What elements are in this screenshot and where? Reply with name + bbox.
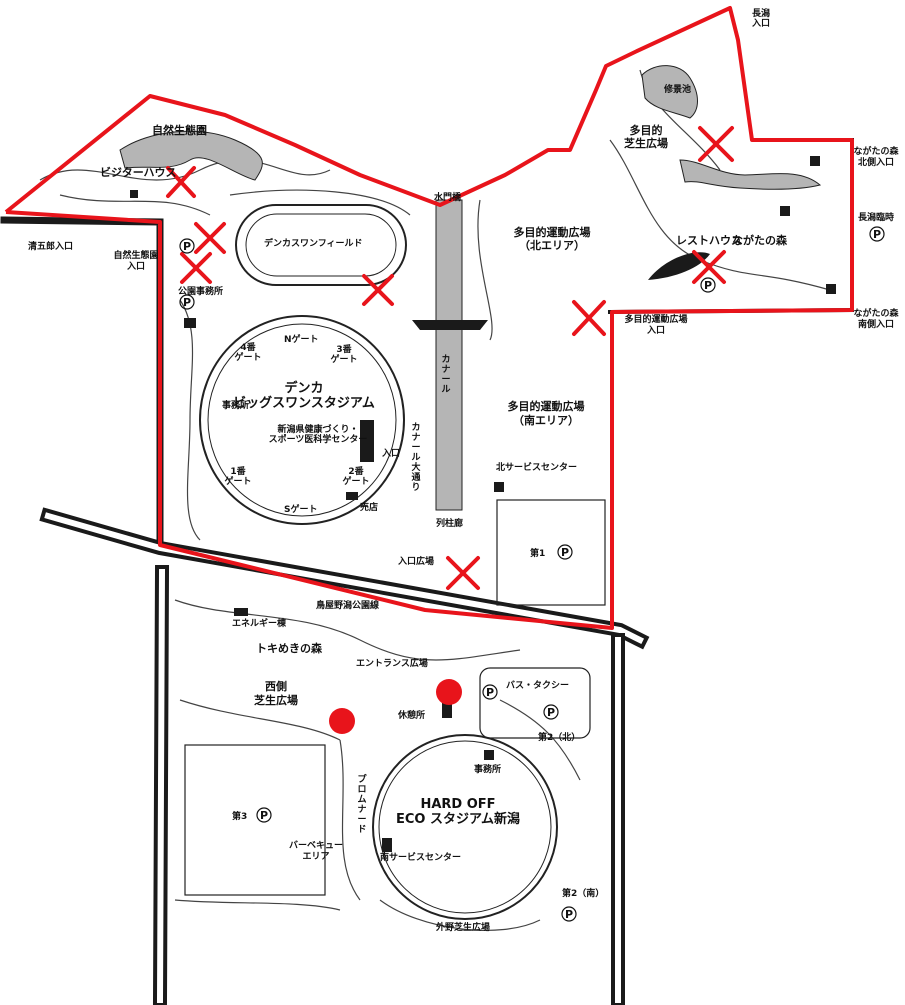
parking-icon — [557, 544, 573, 560]
svg-text:P: P — [561, 546, 569, 559]
ponds — [119, 65, 822, 190]
nagata-pond — [679, 159, 822, 190]
svg-text:P: P — [183, 240, 191, 253]
dot-markers — [329, 679, 462, 734]
label-outfield-lawn: 外野芝生広場 — [435, 921, 490, 933]
parking-letters: P P P P P P P P P — [183, 228, 881, 921]
svg-text:P: P — [873, 228, 881, 241]
label-rest-area: 休憩所 — [397, 709, 425, 721]
label-bus-taxi: バス・タクシー — [506, 679, 569, 691]
label-health-center: 新潟県健康づくり・スポーツ医科学センター — [269, 423, 368, 445]
svg-text:P: P — [260, 809, 268, 822]
label-parking1: 第1 — [530, 547, 545, 559]
parking-lots — [184, 499, 606, 896]
label-tokimeki: トキめきの森 — [256, 641, 323, 655]
closed-marker-icon — [166, 166, 196, 198]
big-swan-stadium — [199, 315, 405, 525]
label-parking2s: 第2（南） — [562, 887, 604, 899]
label-seigoro: 清五郎入口 — [28, 240, 73, 252]
nature-garden-pond — [119, 130, 263, 181]
label-multi-entrance: 多目的運動広場入口 — [624, 313, 687, 336]
label-north-service: 北サービスセンター — [496, 461, 577, 473]
map-labels: 長潟入口 修景池 多目的芝生広場 ながたの森北側入口 ながたの森 長潟臨時 なが… — [28, 7, 899, 933]
label-canal: カナール — [441, 354, 450, 395]
label-entrance-plaza2: エントランス広場 — [356, 657, 428, 669]
parking-badges — [179, 226, 885, 922]
svg-text:P: P — [486, 686, 494, 699]
label-nagafuchi-entrance: 長潟入口 — [751, 7, 770, 29]
closed-marker-icon — [692, 250, 726, 284]
label-gate3: 3番ゲート — [330, 343, 357, 365]
parking-icon — [561, 906, 577, 922]
label-s-gate: Sゲート — [284, 503, 317, 515]
label-toyano-road: 鳥屋野潟公園線 — [316, 599, 379, 611]
label-multi-lawn: 多目的芝生広場 — [624, 123, 668, 150]
location-dot-icon — [436, 679, 462, 705]
label-nagafuchi-temp: 長潟臨時 — [858, 211, 894, 223]
label-gate2: 2番ゲート — [342, 465, 369, 487]
label-gate4: 4番ゲート — [234, 341, 261, 363]
label-gate1: 1番ゲート — [224, 465, 251, 487]
label-parking3: 第3 — [232, 810, 247, 822]
denka-swan-field — [235, 204, 407, 286]
label-denka-field: デンカスワンフィールド — [264, 237, 363, 249]
label-entrance-short: 入口 — [381, 448, 400, 459]
main-roads — [0, 138, 855, 1005]
label-office: 事務所 — [222, 399, 249, 411]
label-suimon: 水門橋 — [434, 191, 462, 203]
closed-marker-icon — [446, 556, 480, 590]
label-parking2n: 第2（北） — [538, 731, 580, 743]
parking-icon — [482, 684, 498, 700]
label-rest-house: レストハウス — [676, 234, 742, 247]
svg-text:P: P — [565, 908, 573, 921]
parking-icon — [179, 238, 195, 254]
closed-markers — [166, 126, 734, 590]
label-big-swan: デンカビッグスワンスタジアム — [233, 380, 375, 411]
parking-icon — [700, 277, 716, 293]
label-multi-south: 多目的運動広場（南エリア） — [508, 399, 585, 427]
parking-icon — [543, 704, 559, 720]
closed-marker-icon — [698, 126, 734, 162]
label-entrance-plaza: 入口広場 — [397, 555, 434, 567]
label-office2: 事務所 — [474, 763, 501, 775]
parking-icon — [256, 807, 272, 823]
svg-text:P: P — [547, 706, 555, 719]
label-park-office: 公園事務所 — [178, 285, 223, 297]
label-n-gate: Nゲート — [284, 333, 319, 345]
park-paths — [39, 69, 831, 932]
label-shop: 売店 — [360, 501, 378, 513]
label-visitor-house: ビジターハウス — [100, 165, 177, 179]
label-bbq: バーベキューエリア — [289, 840, 343, 862]
svg-text:P: P — [704, 279, 712, 292]
label-nagata-forest: ながたの森 — [732, 233, 788, 247]
label-promenade: プロムナード — [357, 773, 367, 835]
location-dot-icon — [329, 708, 355, 734]
label-canal-street: カナール大通り — [411, 422, 420, 493]
closed-marker-icon — [180, 252, 212, 284]
label-nature-garden: 自然生態園 — [152, 123, 207, 137]
shucho-pond — [641, 65, 698, 119]
label-nature-entrance: 自然生態園入口 — [113, 249, 158, 272]
label-nagata-north: ながたの森北側入口 — [853, 145, 899, 168]
parking-icon — [179, 294, 195, 310]
closed-marker-icon — [194, 222, 226, 254]
label-colonnade: 列柱廊 — [436, 517, 463, 529]
parking-icon — [869, 226, 885, 242]
hardoff-stadium — [372, 734, 558, 920]
canal-bridge — [412, 320, 488, 330]
label-multi-north: 多目的運動広場（北エリア） — [514, 225, 591, 252]
label-energy: エネルギー棟 — [232, 617, 287, 629]
park-boundary — [4, 6, 854, 630]
label-nagata-south: ながたの森南側入口 — [853, 307, 899, 330]
closed-marker-icon — [362, 274, 394, 306]
closed-marker-icon — [572, 300, 606, 336]
svg-text:P: P — [183, 296, 191, 309]
label-west-lawn: 西側芝生広場 — [254, 679, 298, 707]
label-shucho-pond: 修景池 — [663, 83, 691, 95]
label-south-service: 南サービスセンター — [380, 851, 461, 863]
